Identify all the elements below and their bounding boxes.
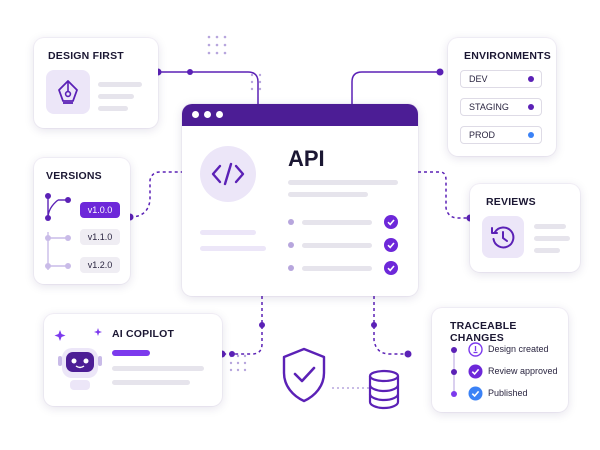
wire-api-environments (351, 71, 440, 104)
version-tag-v1-2-0[interactable]: v1.2.0 (80, 257, 120, 273)
change-published: Published (488, 388, 528, 398)
code-brackets-icon (200, 146, 256, 202)
wire-api-reviews (418, 171, 470, 219)
wire-api-copilot (222, 296, 263, 355)
wire-api-traceable (373, 296, 408, 355)
env-dot (528, 104, 534, 110)
robot-icon (54, 328, 102, 390)
pen-nib-icon (46, 70, 90, 114)
pen-circle-icon (468, 342, 483, 357)
check-circle-icon (384, 215, 398, 229)
reviews-card: REVIEWS (470, 184, 580, 272)
check-circle-blue-icon (468, 386, 483, 401)
traceable-changes-card: TRACEABLE CHANGES Design created Review … (432, 308, 568, 412)
change-design-created: Design created (488, 344, 549, 354)
env-dot (528, 132, 534, 138)
ai-copilot-card: AI COPILOT (44, 314, 222, 406)
change-review-approved: Review approved (488, 366, 558, 376)
wire-versions-api (129, 171, 182, 218)
env-dot (528, 76, 534, 82)
api-window: API (182, 104, 418, 296)
traceable-changes-title: TRACEABLE CHANGES (450, 320, 517, 344)
versions-card: VERSIONS v1.0.0 v1.1.0 v1.2.0 (34, 158, 130, 284)
timeline (451, 347, 457, 397)
dot-grid-top (207, 35, 227, 55)
version-tag-v1-1-0[interactable]: v1.1.0 (80, 229, 120, 245)
reviews-title: REVIEWS (486, 196, 536, 208)
dot-grid-mid (250, 73, 262, 91)
database-icon (368, 369, 400, 410)
env-row-prod[interactable]: PROD (460, 126, 542, 144)
environments-title: ENVIRONMENTS (464, 50, 551, 62)
branch-icon (45, 193, 71, 270)
shield-check-icon (282, 347, 326, 403)
check-circle-icon (384, 261, 398, 275)
wire-design-api (158, 71, 259, 104)
check-circle-icon (468, 364, 483, 379)
version-tag-v1-0-0[interactable]: v1.0.0 (80, 202, 120, 218)
design-first-card: DESIGN FIRST (34, 38, 158, 128)
window-titlebar (182, 104, 418, 126)
api-title: API (288, 146, 325, 171)
dot-grid-bottom (229, 354, 247, 372)
check-circle-icon (384, 238, 398, 252)
design-first-title: DESIGN FIRST (48, 50, 124, 62)
versions-title: VERSIONS (46, 170, 102, 182)
env-row-dev[interactable]: DEV (460, 70, 542, 88)
ai-copilot-title: AI COPILOT (112, 328, 175, 340)
env-row-staging[interactable]: STAGING (460, 98, 542, 116)
environments-card: ENVIRONMENTS DEV STAGING PROD (448, 38, 556, 156)
history-icon (482, 216, 524, 258)
